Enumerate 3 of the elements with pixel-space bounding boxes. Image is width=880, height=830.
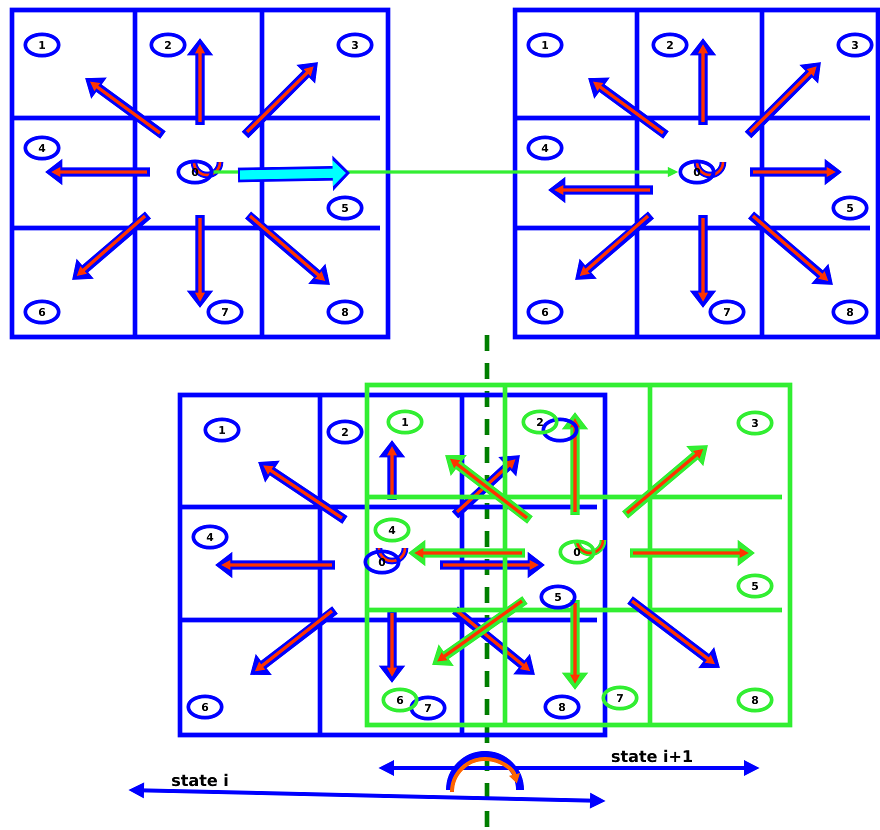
state-label: state i+1 — [612, 750, 692, 762]
state-label: state i — [172, 774, 228, 786]
ellipse — [541, 417, 579, 443]
